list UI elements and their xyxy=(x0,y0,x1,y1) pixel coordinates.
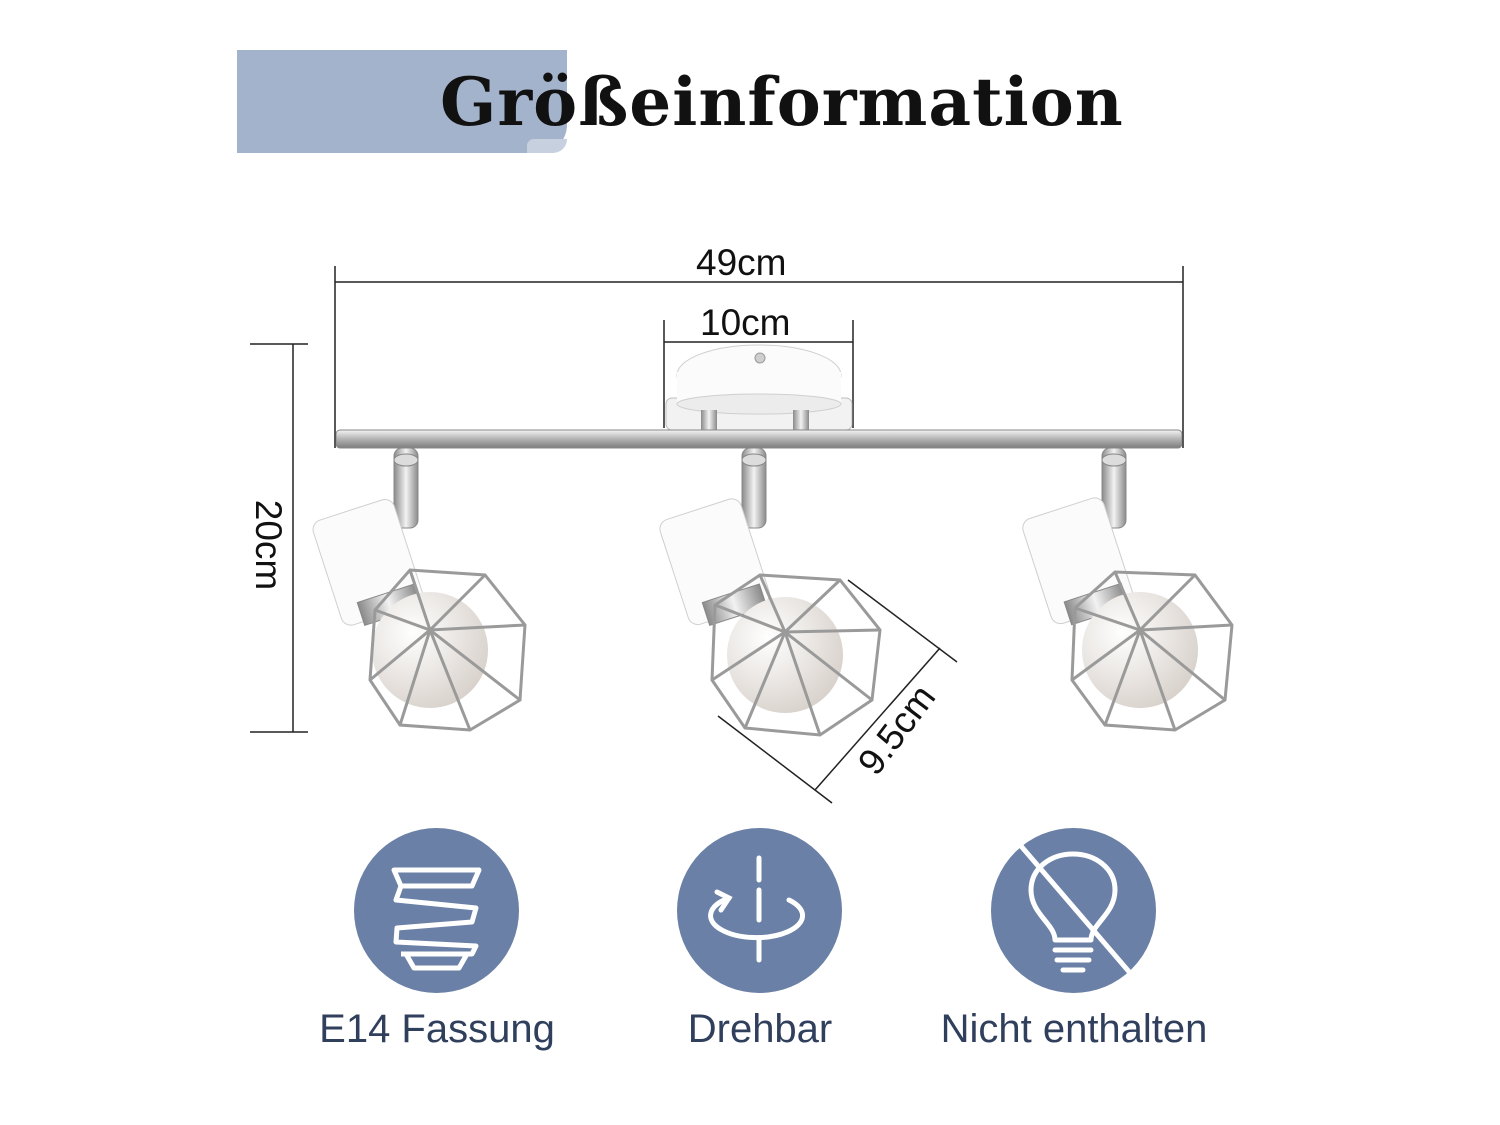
page-title: Größeinformation xyxy=(440,63,1124,141)
ceiling-mount xyxy=(665,344,853,431)
mount-dimension-line xyxy=(663,320,854,428)
e14-socket-icon xyxy=(391,867,482,971)
feature-bulb xyxy=(991,828,1156,993)
rotate-icon xyxy=(708,855,805,963)
feature-rotate xyxy=(677,828,842,993)
height-dimension-label: 20cm xyxy=(248,499,289,591)
height-dimension-line xyxy=(250,343,308,733)
width-dimension-label: 49cm xyxy=(696,242,787,283)
feature-bulb-label: Nicht enthalten xyxy=(940,1007,1208,1051)
mount-dimension-label: 10cm xyxy=(700,302,791,343)
feature-rotate-label: Drehbar xyxy=(687,1007,833,1051)
spotlight-right xyxy=(1022,447,1234,732)
title-band xyxy=(237,50,567,153)
spotlight-center xyxy=(659,447,882,737)
spotlight-left xyxy=(312,447,527,732)
feature-socket xyxy=(354,828,519,993)
bulb-not-included-icon xyxy=(1018,843,1134,977)
mounting-bar xyxy=(335,429,1183,449)
width-dimension-line xyxy=(334,266,1184,448)
feature-socket-label: E14 Fassung xyxy=(319,1007,555,1051)
shade-dimension-line xyxy=(717,579,958,804)
